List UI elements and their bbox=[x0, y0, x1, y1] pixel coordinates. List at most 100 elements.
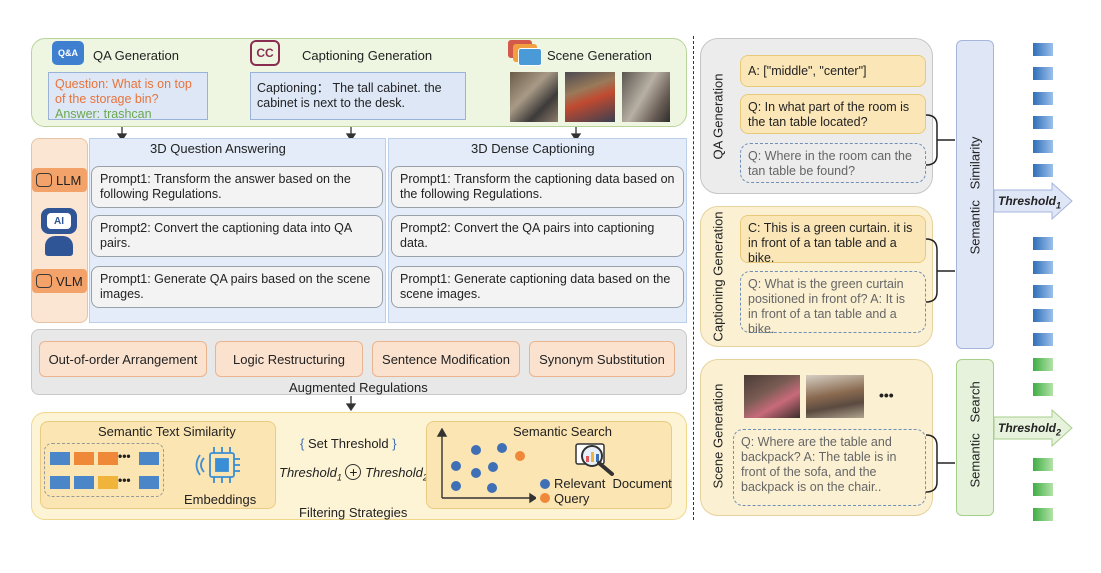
filtered-item bbox=[1033, 116, 1053, 129]
filtered-item bbox=[1033, 458, 1053, 471]
cap-prompt-2-text: Prompt2: Convert the QA pairs into capti… bbox=[400, 221, 655, 250]
cap-prompt-1-text: Prompt1: Transform the captioning data b… bbox=[400, 172, 675, 201]
query-dot bbox=[540, 493, 550, 503]
vector-cell bbox=[74, 476, 94, 489]
threshold1-sub: 1 bbox=[336, 472, 342, 483]
semantic-similarity-box bbox=[956, 40, 994, 349]
qa-chat-icon: Q&A bbox=[52, 41, 84, 65]
right-scene-image-1 bbox=[744, 375, 800, 418]
set-threshold-label: { Set Threshold } bbox=[300, 436, 397, 451]
vector-ellipsis: ••• bbox=[118, 473, 131, 487]
llm-badge: LLM bbox=[32, 168, 87, 192]
cap-prompt-2: Prompt2: Convert the QA pairs into capti… bbox=[391, 215, 684, 257]
plus-symbol: + bbox=[349, 464, 358, 480]
cap-prompt-3-text: Prompt1: Generate captioning data based … bbox=[400, 272, 671, 301]
threshold2-label: Threshold bbox=[365, 465, 423, 480]
right-cap-qa-text: Q: What is the green curtain positioned … bbox=[748, 277, 906, 336]
right-cap-text-box: C: This is a green curtain. it is in fro… bbox=[740, 215, 926, 265]
qa-example-answer: Answer: trashcan bbox=[55, 107, 152, 121]
cap-prompt-1: Prompt1: Transform the captioning data b… bbox=[391, 166, 684, 208]
vector-cell bbox=[98, 476, 118, 489]
vector-cell bbox=[98, 452, 118, 465]
captioning-generation-title: Captioning Generation bbox=[302, 48, 433, 63]
relevant-document-dot bbox=[540, 479, 550, 489]
right-scene-qa-text: Q: Where are the table and backpack? A: … bbox=[741, 435, 897, 494]
robot-icon bbox=[36, 173, 52, 187]
filtered-item bbox=[1033, 67, 1053, 80]
qa-generation-title: QA Generation bbox=[93, 48, 179, 63]
cc-icon-label: CC bbox=[256, 46, 274, 60]
threshold2-arrow-label: Threshold2 bbox=[998, 421, 1061, 437]
qa-prompt-3-text: Prompt1: Generate QA pairs based on the … bbox=[100, 272, 371, 301]
threshold2-sub: 2 bbox=[423, 473, 428, 483]
filtered-item bbox=[1033, 285, 1053, 298]
aug-item-2-label: Logic Restructuring bbox=[233, 351, 345, 367]
cap-column-title: 3D Dense Captioning bbox=[471, 141, 595, 156]
qa-example-box: Question: What is on top of the storage … bbox=[48, 72, 208, 121]
qa-prompt-3: Prompt1: Generate QA pairs based on the … bbox=[91, 266, 383, 308]
vector-ellipsis: ••• bbox=[118, 449, 131, 463]
aug-item-3-label: Sentence Modification bbox=[382, 351, 510, 367]
relevant-document-label: Relevant Document bbox=[554, 476, 672, 491]
threshold2-arrow-text: Threshold bbox=[998, 421, 1057, 435]
threshold2-arrow-sub: 2 bbox=[1056, 427, 1062, 438]
sts-title: Semantic Text Similarity bbox=[98, 424, 236, 439]
qa-example-question: Question: What is on top of the storage … bbox=[55, 77, 192, 106]
qa-icon-label: Q&A bbox=[58, 48, 78, 58]
aug-item-1: Out-of-order Arrangement bbox=[39, 341, 207, 377]
vector-cell bbox=[74, 452, 94, 465]
threshold1-arrow-sub: 1 bbox=[1056, 200, 1062, 211]
right-qa-similar-text: Q: Where in the room can the tan table b… bbox=[748, 149, 912, 178]
qa-prompt-2: Prompt2: Convert the captioning data int… bbox=[91, 215, 383, 257]
filtered-item bbox=[1033, 309, 1053, 322]
magnifier-icon bbox=[575, 443, 614, 476]
filtering-strategies-label: Filtering Strategies bbox=[299, 505, 408, 520]
set-threshold-text: Set Threshold bbox=[307, 436, 389, 451]
threshold1-label: Threshold bbox=[279, 465, 337, 480]
filtered-item bbox=[1033, 237, 1053, 250]
image-stack-icon bbox=[508, 40, 542, 66]
vlm-label: VLM bbox=[56, 273, 83, 289]
captioning-cc-icon: CC bbox=[250, 40, 280, 66]
qa-column-title: 3D Question Answering bbox=[150, 141, 286, 156]
qa-prompt-1-text: Prompt1: Transform the answer based on t… bbox=[100, 172, 351, 201]
right-qa-answer: A: ["middle", "center"] bbox=[740, 55, 926, 87]
right-scene-qa-box: Q: Where are the table and backpack? A: … bbox=[733, 429, 926, 506]
qa-prompt-1: Prompt1: Transform the answer based on t… bbox=[91, 166, 383, 208]
vector-cell bbox=[139, 476, 159, 489]
right-qa-question: Q: In what part of the room is the tan t… bbox=[740, 94, 926, 134]
aug-item-3: Sentence Modification bbox=[372, 341, 520, 377]
scene-generation-title: Scene Generation bbox=[547, 48, 652, 63]
llm-label: LLM bbox=[56, 172, 82, 188]
threshold-combination: Threshold1 + Threshold2 bbox=[279, 464, 428, 483]
qa-prompt-2-text: Prompt2: Convert the captioning data int… bbox=[100, 221, 352, 250]
ai-robot-icon: AI bbox=[38, 206, 80, 258]
filtered-item bbox=[1033, 333, 1053, 346]
section-divider bbox=[693, 36, 694, 520]
aug-item-1-label: Out-of-order Arrangement bbox=[48, 351, 198, 367]
threshold1-arrow-label: Threshold1 bbox=[998, 194, 1061, 210]
aug-item-4-label: Synonym Substitution bbox=[539, 351, 665, 367]
right-scene-image-2 bbox=[806, 375, 864, 418]
vector-cell bbox=[50, 476, 70, 489]
captioning-example-text: Captioning： The tall cabinet. the cabine… bbox=[257, 81, 442, 110]
filtered-item bbox=[1033, 483, 1053, 496]
scene-image-2 bbox=[565, 72, 615, 122]
vlm-badge: VLM bbox=[32, 269, 87, 293]
vector-cell bbox=[50, 452, 70, 465]
scatter-plot-icon bbox=[436, 428, 536, 504]
aug-item-4: Synonym Substitution bbox=[529, 341, 675, 377]
robot-icon bbox=[36, 274, 52, 288]
query-label: Query bbox=[554, 491, 590, 506]
filtered-item bbox=[1033, 140, 1053, 153]
right-scene-ellipsis: ••• bbox=[879, 387, 894, 403]
embedding-vectors bbox=[44, 443, 164, 497]
captioning-example-box: Captioning： The tall cabinet. the cabine… bbox=[250, 72, 466, 120]
right-qa-similar: Q: Where in the room can the tan table b… bbox=[740, 143, 926, 183]
scene-image-3 bbox=[622, 72, 670, 122]
filtered-item bbox=[1033, 383, 1053, 396]
right-qa-answer-text: A: ["middle", "center"] bbox=[748, 64, 867, 78]
